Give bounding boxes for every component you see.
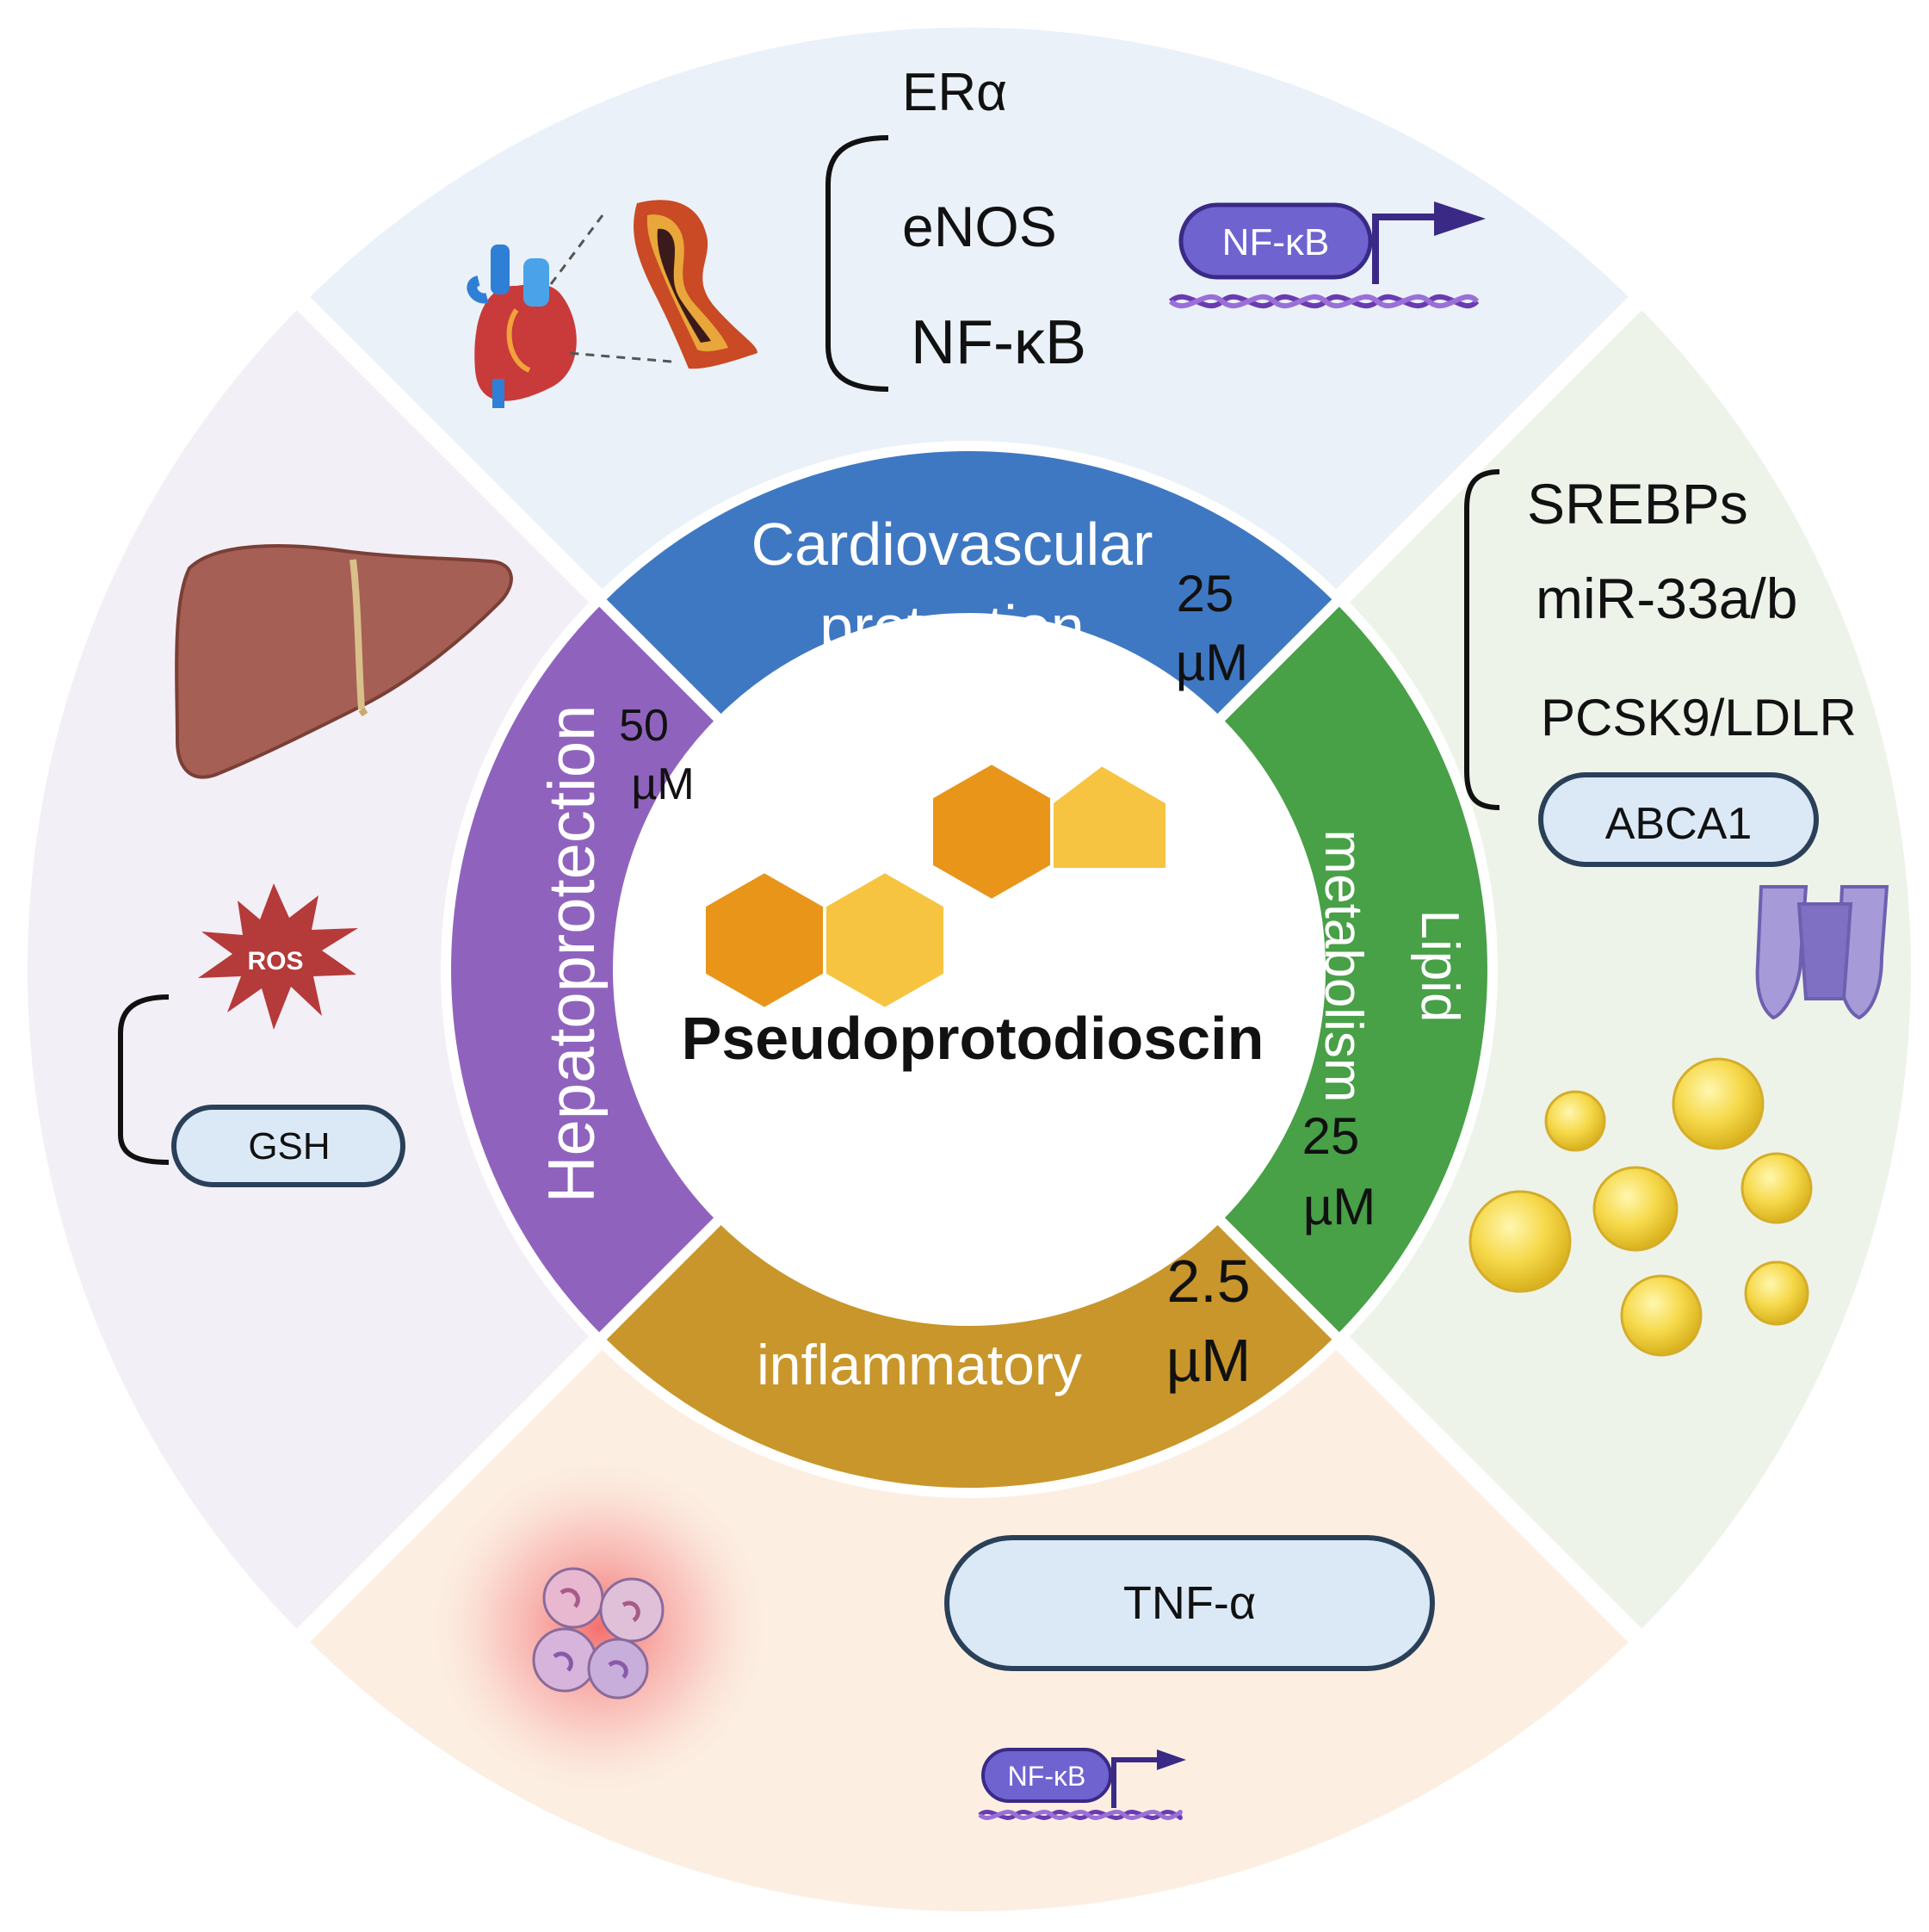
gsh-pill	[171, 1105, 405, 1187]
hepato-bracket-icon	[118, 994, 170, 1165]
cardio-dose-value: 25	[1177, 565, 1234, 622]
cardio-target-2: eNOS	[902, 195, 1057, 258]
liver-icon	[175, 544, 513, 779]
anti-dose-unit: µM	[1166, 1327, 1252, 1394]
cardio-target-3: NF-κB	[911, 308, 1086, 377]
anti-title-line2: inflammatory	[757, 1333, 1082, 1396]
anti-nfkb-promoter-icon	[978, 1748, 1186, 1820]
abca1-transporter-icon	[1755, 885, 1889, 1020]
inflammation-glow	[418, 1446, 780, 1808]
lipid-pill	[1538, 772, 1819, 867]
cardio-nfkb-promoter-icon	[1168, 201, 1486, 309]
hepato-dose-unit: µM	[631, 759, 694, 809]
lipid-target-2: miR-33a/b	[1536, 567, 1797, 630]
compound-name: Pseudoprotodioscin	[682, 1005, 1264, 1072]
cardio-dose-unit: µM	[1176, 634, 1249, 691]
lipid-bracket-icon	[1464, 469, 1500, 810]
hepato-ring-segment	[441, 591, 728, 1347]
lipid-target-1: SREBPs	[1527, 472, 1748, 536]
molecule-icon	[702, 760, 1169, 1012]
anti-pill	[944, 1535, 1435, 1671]
ros-burst-icon	[198, 883, 358, 1030]
ros-label: ROS	[247, 947, 303, 975]
gsh-pill-label: GSH	[248, 1125, 330, 1167]
cardio-bracket-icon	[825, 135, 889, 392]
immune-cells-icon	[532, 1567, 665, 1700]
hepato-dose-value: 50	[619, 701, 669, 751]
lipid-dose-unit: µM	[1303, 1178, 1376, 1235]
anti-ring-segment	[591, 1211, 1347, 1498]
artery-plaque-icon	[549, 200, 757, 369]
lipid-title-line1: Lipid	[1410, 910, 1469, 1023]
lipid-ring-segment	[1210, 591, 1498, 1347]
inner-ring	[441, 441, 1498, 1498]
cardio-target-1: ERα	[902, 63, 1007, 122]
hepato-title: Hepatoprotection	[535, 705, 609, 1204]
lipid-dose-value: 25	[1302, 1107, 1360, 1165]
lipid-pill-label: ABCA1	[1605, 799, 1753, 849]
cardio-title-line2: protection	[819, 593, 1084, 660]
lipid-target-3: PCSK9/LDLR	[1541, 689, 1857, 746]
anti-pill-label: TNF-α	[1123, 1577, 1256, 1629]
cardio-ring-segment	[591, 441, 1347, 728]
lipid-droplets-icon	[1468, 1057, 1813, 1357]
anti-nfkb-badge: NF-κB	[1008, 1761, 1086, 1792]
heart-icon	[467, 245, 577, 408]
anti-dose-value: 2.5	[1166, 1248, 1250, 1315]
cardio-nfkb-badge: NF-κB	[1222, 221, 1330, 263]
cardio-title-line1: Cardiovascular	[751, 511, 1153, 578]
anti-title-line1: Anti-	[861, 1255, 978, 1319]
lipid-title-line2: metabolism	[1314, 830, 1373, 1103]
